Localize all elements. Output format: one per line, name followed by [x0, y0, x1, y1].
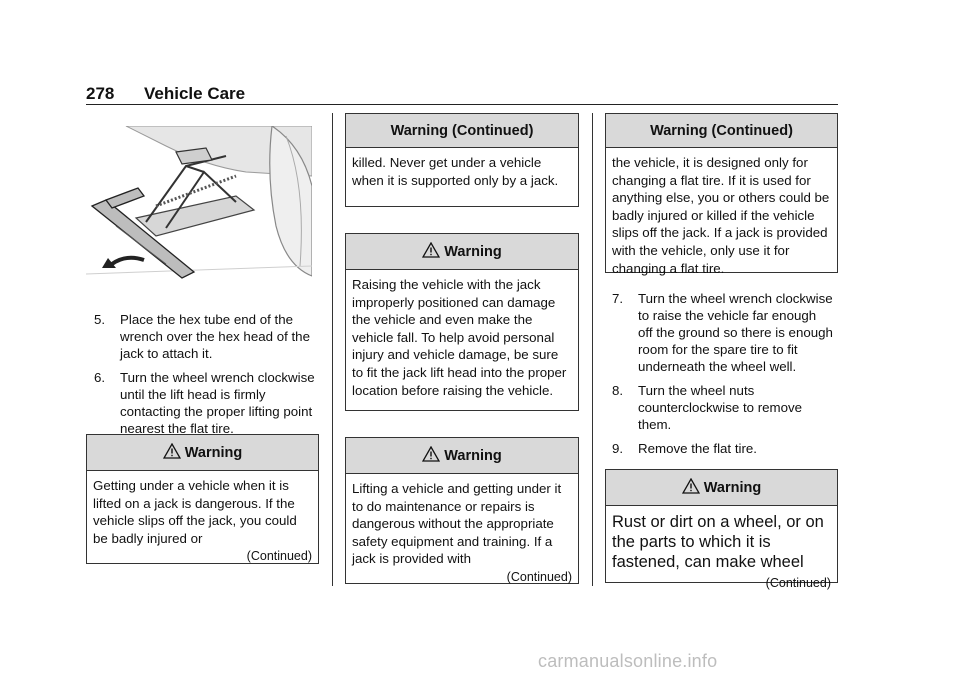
- warning-box-continued: Warning (Continued) killed. Never get un…: [345, 113, 579, 207]
- page-number: 278: [86, 84, 115, 103]
- warning-triangle-icon: [681, 477, 700, 494]
- section-title: Vehicle Care: [144, 84, 246, 103]
- continued-label: (Continued): [246, 549, 312, 564]
- warning-triangle-icon: [422, 445, 441, 462]
- list-item: 6. Turn the wheel wrench clockwise until…: [94, 370, 315, 436]
- list-item: 8. Turn the wheel nuts counterclockwise …: [612, 383, 803, 432]
- warning-body: the vehicle, it is designed only for cha…: [612, 155, 830, 276]
- continued-label: (Continued): [506, 569, 572, 584]
- warning-header: Warning (Continued): [346, 114, 578, 148]
- watermark: carmanualsonline.info: [538, 651, 718, 671]
- warning-body: killed. Never get under a vehicle when i…: [352, 155, 559, 188]
- warning-triangle-icon: [162, 442, 181, 459]
- warning-header: Warning: [346, 438, 578, 474]
- warning-box-continued: Warning (Continued) the vehicle, it is d…: [605, 113, 838, 276]
- warning-body: Getting under a vehicle when it is lifte…: [87, 471, 318, 574]
- list-item: 5. Place the hex tube end of the wrench …: [94, 312, 310, 361]
- warning-header: Warning: [346, 234, 578, 270]
- warning-body: Raising the vehicle with the jack improp…: [352, 277, 567, 398]
- warning-triangle-icon: [422, 241, 441, 258]
- warning-box-jack-danger: Warning Getting under a vehicle when it …: [86, 434, 319, 564]
- clockwise-arrow-icon: [102, 255, 145, 268]
- warning-box-lifting: Warning Lifting a vehicle and getting un…: [345, 437, 579, 584]
- jack-wrench-illustration: [86, 126, 312, 280]
- warning-header: Warning: [606, 470, 837, 506]
- steps-column-3: 7. Turn the wheel wrench clockwise to ra…: [612, 290, 834, 464]
- warning-header: Warning: [87, 435, 318, 471]
- list-item: 7. Turn the wheel wrench clockwise to ra…: [612, 291, 833, 374]
- warning-box-raising: Warning Raising the vehicle with the jac…: [345, 233, 579, 411]
- list-item: 9. Remove the flat tire.: [612, 441, 757, 456]
- column-divider-left: [332, 113, 333, 586]
- warning-body: Lifting a vehicle and getting under it t…: [346, 474, 578, 595]
- header-rule: [86, 104, 838, 105]
- continued-label: (Continued): [765, 576, 831, 590]
- column-divider-right: [592, 113, 593, 586]
- steps-column-1: 5. Place the hex tube end of the wrench …: [94, 311, 320, 444]
- warning-header: Warning (Continued): [606, 114, 837, 148]
- warning-body: Rust or dirt on a wheel, or on the parts…: [606, 506, 837, 601]
- warning-box-rust: Warning Rust or dirt on a wheel, or on t…: [605, 469, 838, 590]
